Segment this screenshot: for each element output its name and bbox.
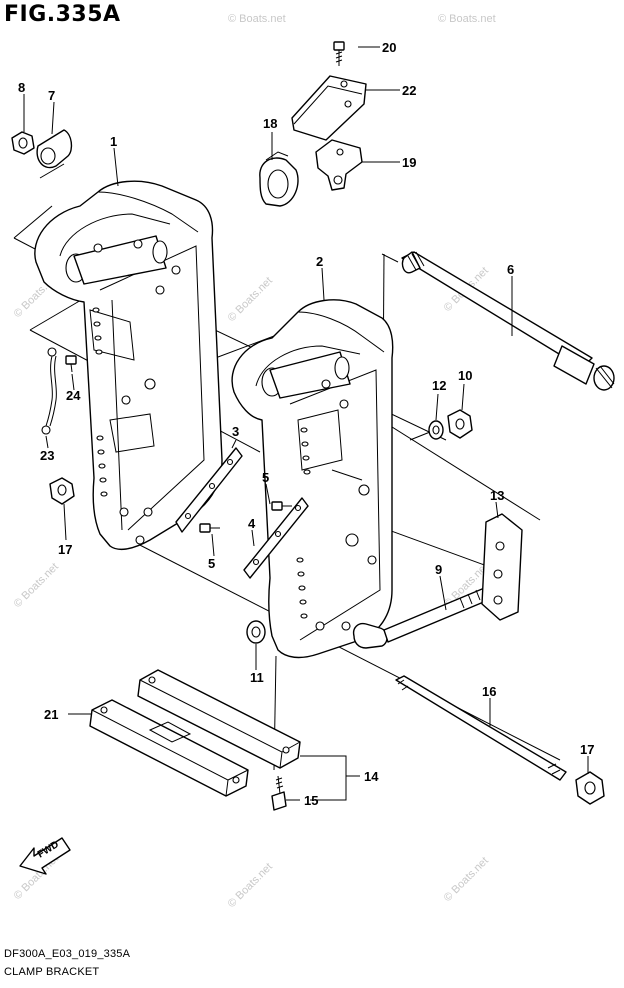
callout-22: 22 <box>402 83 416 98</box>
callout-labels: 8 7 1 2 6 20 22 18 19 3 5 4 5 12 10 11 1… <box>18 40 594 808</box>
bracket-19 <box>315 139 363 191</box>
callout-20: 20 <box>382 40 396 55</box>
callout-3: 3 <box>232 424 239 439</box>
ground-wire-23 <box>41 347 57 435</box>
callout-21: 21 <box>44 707 58 722</box>
callout-4: 4 <box>248 516 256 531</box>
watermark: © Boats.net <box>438 13 496 25</box>
callout-6: 6 <box>507 262 514 277</box>
callout-9: 9 <box>435 562 442 577</box>
callout-17a: 17 <box>58 542 72 557</box>
plate-13 <box>481 513 523 621</box>
callout-1: 1 <box>110 134 117 149</box>
watermarks: © Boats.net © Boats.net © Boats.net © Bo… <box>12 13 496 910</box>
callout-5a: 5 <box>262 470 269 485</box>
leader-lines <box>23 46 589 801</box>
adjust-holes <box>296 427 311 619</box>
clamp-bracket-right <box>231 299 394 659</box>
callout-2: 2 <box>316 254 323 269</box>
clamp-bracket-left <box>34 180 223 551</box>
callout-19: 19 <box>402 155 416 170</box>
spacer-bar-14 <box>137 669 301 769</box>
watermark: © Boats.net <box>12 561 61 610</box>
plate-7 <box>36 129 73 169</box>
tilt-shaft-6 <box>401 251 615 391</box>
figure-name: CLAMP BRACKET <box>4 966 100 978</box>
shaft-16 <box>395 675 567 781</box>
plate-4 <box>243 497 309 579</box>
callout-11: 11 <box>250 670 264 685</box>
nut-8 <box>11 131 35 155</box>
nut-17a <box>49 477 75 505</box>
plate-3 <box>175 447 243 533</box>
washer-12 <box>428 420 444 440</box>
callout-14: 14 <box>364 769 379 784</box>
callout-8: 8 <box>18 80 25 95</box>
screw-24 <box>65 355 77 373</box>
callout-16: 16 <box>482 684 496 699</box>
bolt-5a <box>271 501 292 511</box>
bolt-5b <box>199 523 220 533</box>
callout-13: 13 <box>490 488 504 503</box>
callout-7: 7 <box>48 88 55 103</box>
figure-title: FIG.335A <box>4 2 121 27</box>
spacer-bar-21 <box>89 699 249 797</box>
bolt-9 <box>352 583 499 649</box>
bolt-15 <box>271 775 287 811</box>
callout-23: 23 <box>40 448 54 463</box>
nut-10 <box>447 409 473 439</box>
callout-5b: 5 <box>208 556 215 571</box>
watermark: © Boats.net <box>226 275 275 324</box>
callout-18: 18 <box>263 116 277 131</box>
bolt-20 <box>333 41 345 66</box>
callout-24: 24 <box>66 388 81 403</box>
callout-17b: 17 <box>580 742 594 757</box>
figure-code: DF300A_E03_019_335A <box>4 948 131 960</box>
nut-17b <box>575 771 605 805</box>
washer-11 <box>246 620 266 644</box>
callout-12: 12 <box>432 378 446 393</box>
watermark: © Boats.net <box>226 861 275 910</box>
callout-15: 15 <box>304 793 318 808</box>
cover-plate-22 <box>291 75 367 141</box>
adjust-holes <box>92 307 108 497</box>
watermark: © Boats.net <box>228 13 286 25</box>
callout-10: 10 <box>458 368 472 383</box>
grommet-18 <box>259 151 299 207</box>
watermark: © Boats.net <box>442 855 491 904</box>
